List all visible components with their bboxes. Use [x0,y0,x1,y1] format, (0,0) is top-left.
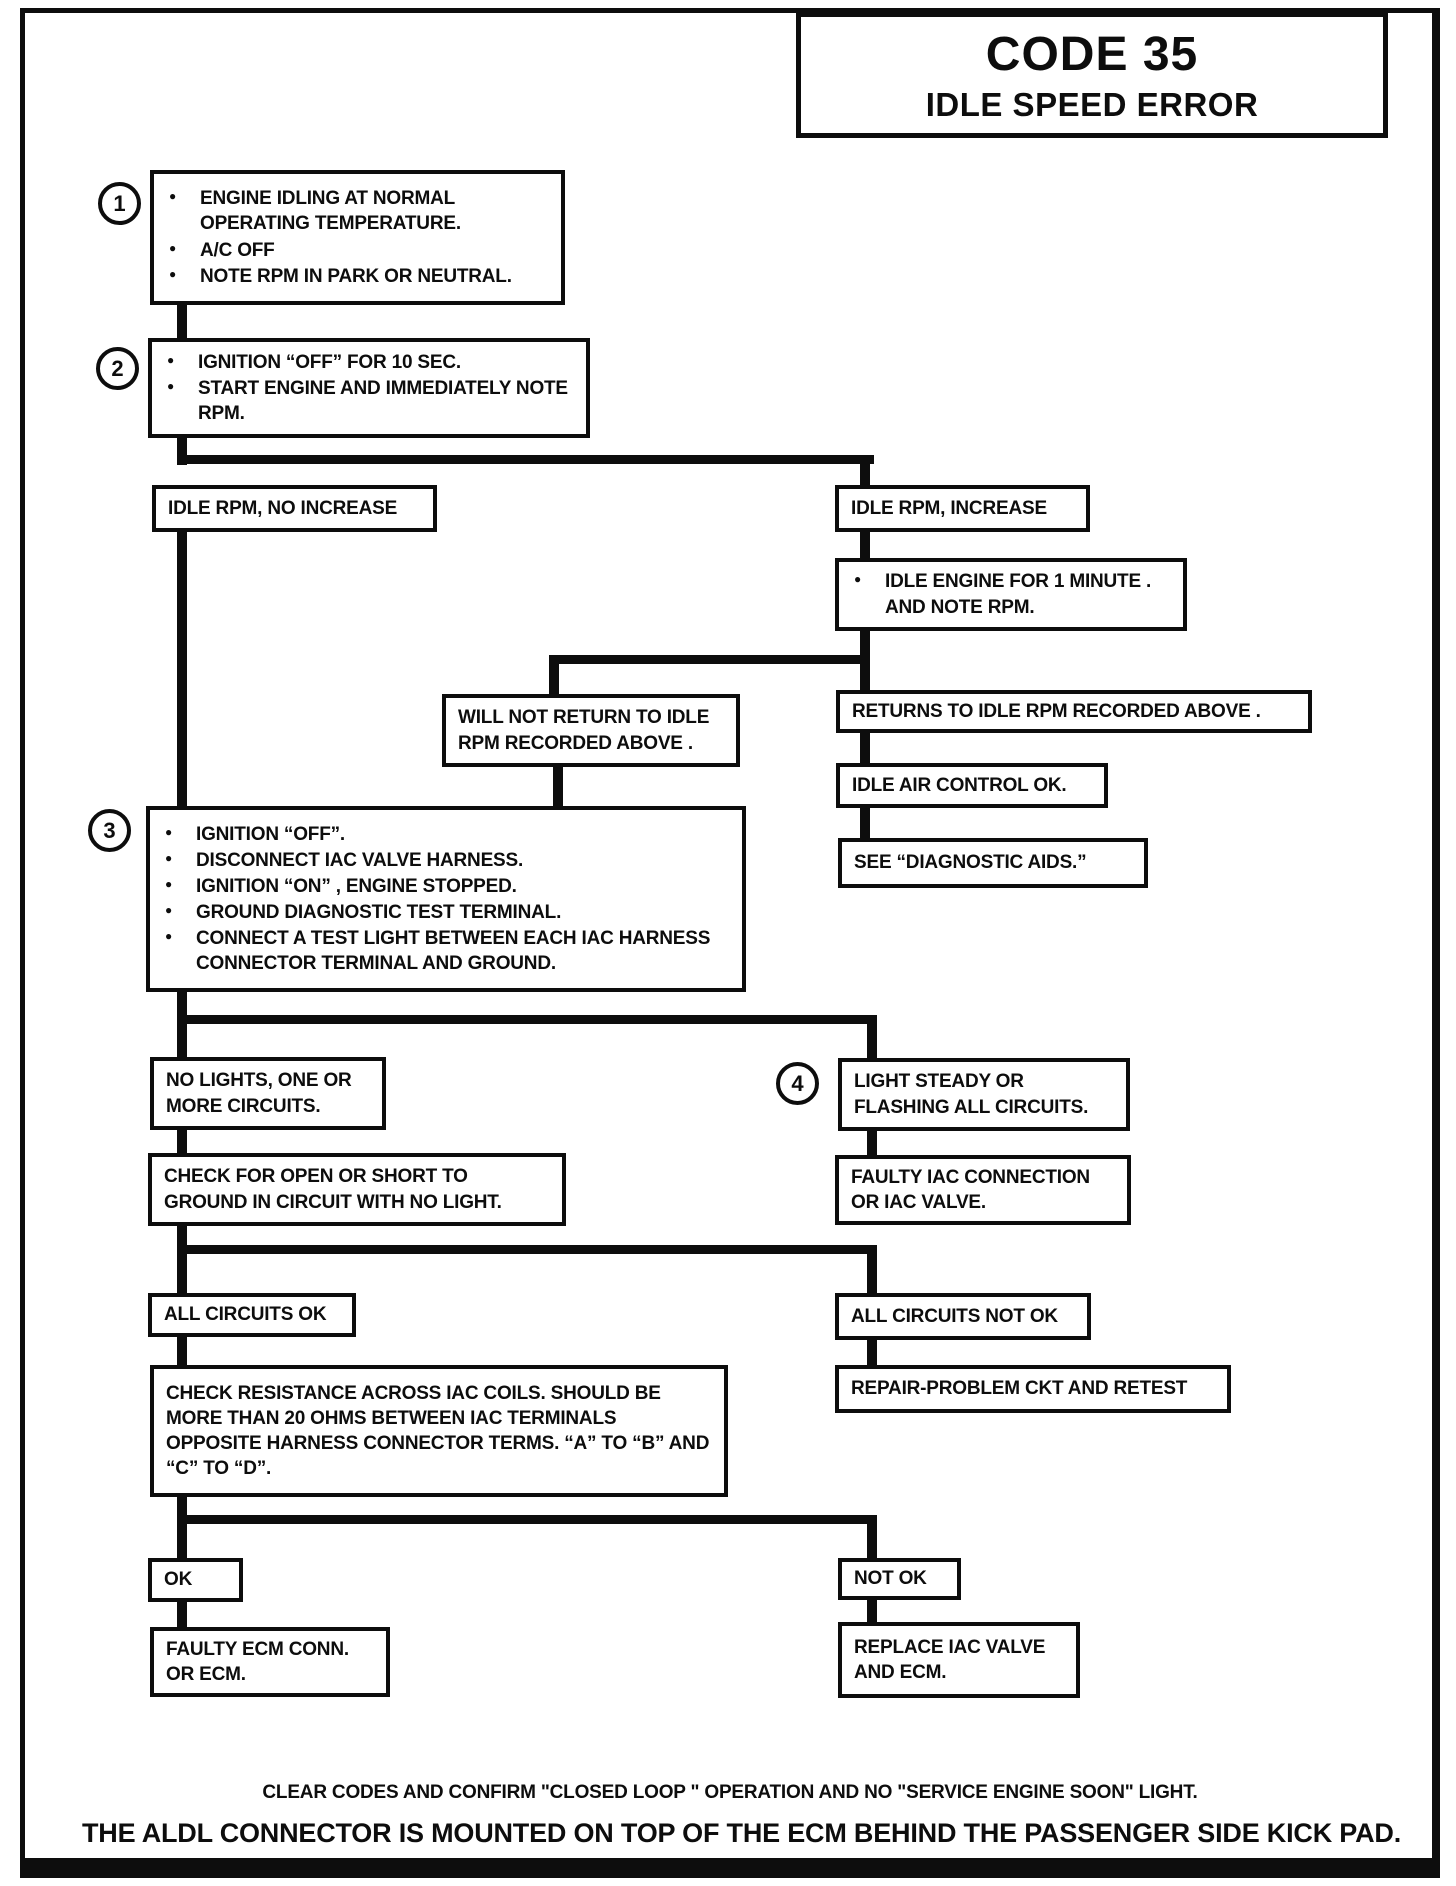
connector-line [177,435,187,465]
bullet-item: DISCONNECT IAC VALVE HARNESS. [160,848,732,873]
connector-line [177,1015,877,1024]
title-box: CODE 35 IDLE SPEED ERROR [796,12,1388,138]
flow-box-all-circuits-ok: ALL CIRCUITS OK [148,1293,356,1337]
footer-aldl-connector-note: THE ALDL CONNECTOR IS MOUNTED ON TOP OF … [82,1818,1402,1848]
flow-box-not-ok: NOT OK [838,1558,961,1600]
page-border-top [20,8,1440,13]
connector-line [860,805,870,841]
connector-line [177,989,187,1059]
flow-box-returns-to-idle: RETURNS TO IDLE RPM RECORDED ABOVE . [836,690,1312,733]
bullet-item: GROUND DIAGNOSTIC TEST TERMINAL. [160,900,732,925]
bullet-item: NOTE RPM IN PARK OR NEUTRAL. [164,264,551,289]
flow-box-step3: IGNITION “OFF”. DISCONNECT IAC VALVE HAR… [146,806,746,992]
connector-line [860,729,870,767]
flow-box-repair-problem-ckt: REPAIR-PROBLEM CKT AND RETEST [835,1365,1231,1413]
connector-line [867,1515,877,1561]
connector-line [860,455,870,487]
bullet-item: ENGINE IDLING AT NORMAL OPERATING TEMPER… [164,186,551,236]
flow-box-step2: IGNITION “OFF” FOR 10 SEC. START ENGINE … [148,338,590,438]
connector-line [860,627,870,663]
connector-line [177,1515,877,1524]
connector-line [177,302,187,340]
bullet-item: IGNITION “OFF” FOR 10 SEC. [162,350,576,375]
connector-line [867,1245,877,1296]
connector-line [860,655,870,693]
connector-line [867,1597,877,1625]
flow-box-idle-rpm-increase: IDLE RPM, INCREASE [835,485,1090,532]
connector-line [860,528,870,562]
flow-box-will-not-return: WILL NOT RETURN TO IDLE RPM RECORDED ABO… [442,694,740,767]
bullet-item: A/C OFF [164,238,551,263]
connector-line [177,1245,877,1254]
connector-line [177,1127,187,1156]
flow-box-check-open-short: CHECK FOR OPEN OR SHORT TO GROUND IN CIR… [148,1153,566,1226]
connector-line [177,1494,187,1561]
connector-line [177,1334,187,1368]
flow-box-replace-iac-valve: REPLACE IAC VALVE AND ECM. [838,1622,1080,1698]
page-border-right [1432,8,1440,1878]
flow-box-see-diagnostic-aids: SEE “DIAGNOSTIC AIDS.” [838,838,1148,888]
flow-box-check-resistance: CHECK RESISTANCE ACROSS IAC COILS. SHOUL… [150,1365,728,1497]
connector-line [549,655,870,664]
bullet-item: IGNITION “OFF”. [160,822,732,847]
connector-line [867,1015,877,1061]
connector-line [549,655,559,697]
page-border-bottom [20,1858,1440,1878]
bullet-item: IDLE ENGINE FOR 1 MINUTE . AND NOTE RPM. [849,569,1173,619]
bullet-item: CONNECT A TEST LIGHT BETWEEN EACH IAC HA… [160,926,732,976]
flow-box-light-steady: LIGHT STEADY OR FLASHING ALL CIRCUITS. [838,1058,1130,1131]
bullet-item: START ENGINE AND IMMEDIATELY NOTE RPM. [162,376,576,426]
connector-line [867,1127,877,1158]
connector-line [553,762,563,810]
bullet-item: IGNITION “ON” , ENGINE STOPPED. [160,874,732,899]
connector-line [177,528,187,810]
flow-box-step1: ENGINE IDLING AT NORMAL OPERATING TEMPER… [150,170,565,305]
step-circle-3: 3 [88,809,131,852]
flow-box-ok: OK [148,1558,243,1602]
flow-box-faulty-iac: FAULTY IAC CONNECTION OR IAC VALVE. [835,1155,1131,1225]
footer-clear-codes-note: CLEAR CODES AND CONFIRM "CLOSED LOOP " O… [262,1782,1198,1803]
connector-line [177,1222,187,1296]
flow-box-no-lights: NO LIGHTS, ONE OR MORE CIRCUITS. [150,1057,386,1130]
step-circle-1: 1 [98,182,141,225]
page-border-left [20,8,25,1878]
page-subtitle: IDLE SPEED ERROR [925,85,1259,123]
step-circle-4: 4 [776,1062,819,1105]
flow-box-idle-rpm-no-increase: IDLE RPM, NO INCREASE [152,485,437,532]
flow-box-faulty-ecm: FAULTY ECM CONN. OR ECM. [150,1627,390,1697]
step-circle-2: 2 [96,347,139,390]
flow-box-all-circuits-not-ok: ALL CIRCUITS NOT OK [835,1293,1091,1340]
connector-line [867,1337,877,1368]
page-title: CODE 35 [985,27,1199,81]
flow-box-idle-engine: IDLE ENGINE FOR 1 MINUTE . AND NOTE RPM. [835,558,1187,631]
connector-line [177,1599,187,1630]
flow-box-idle-air-control-ok: IDLE AIR CONTROL OK. [836,763,1108,808]
connector-line [177,455,874,464]
